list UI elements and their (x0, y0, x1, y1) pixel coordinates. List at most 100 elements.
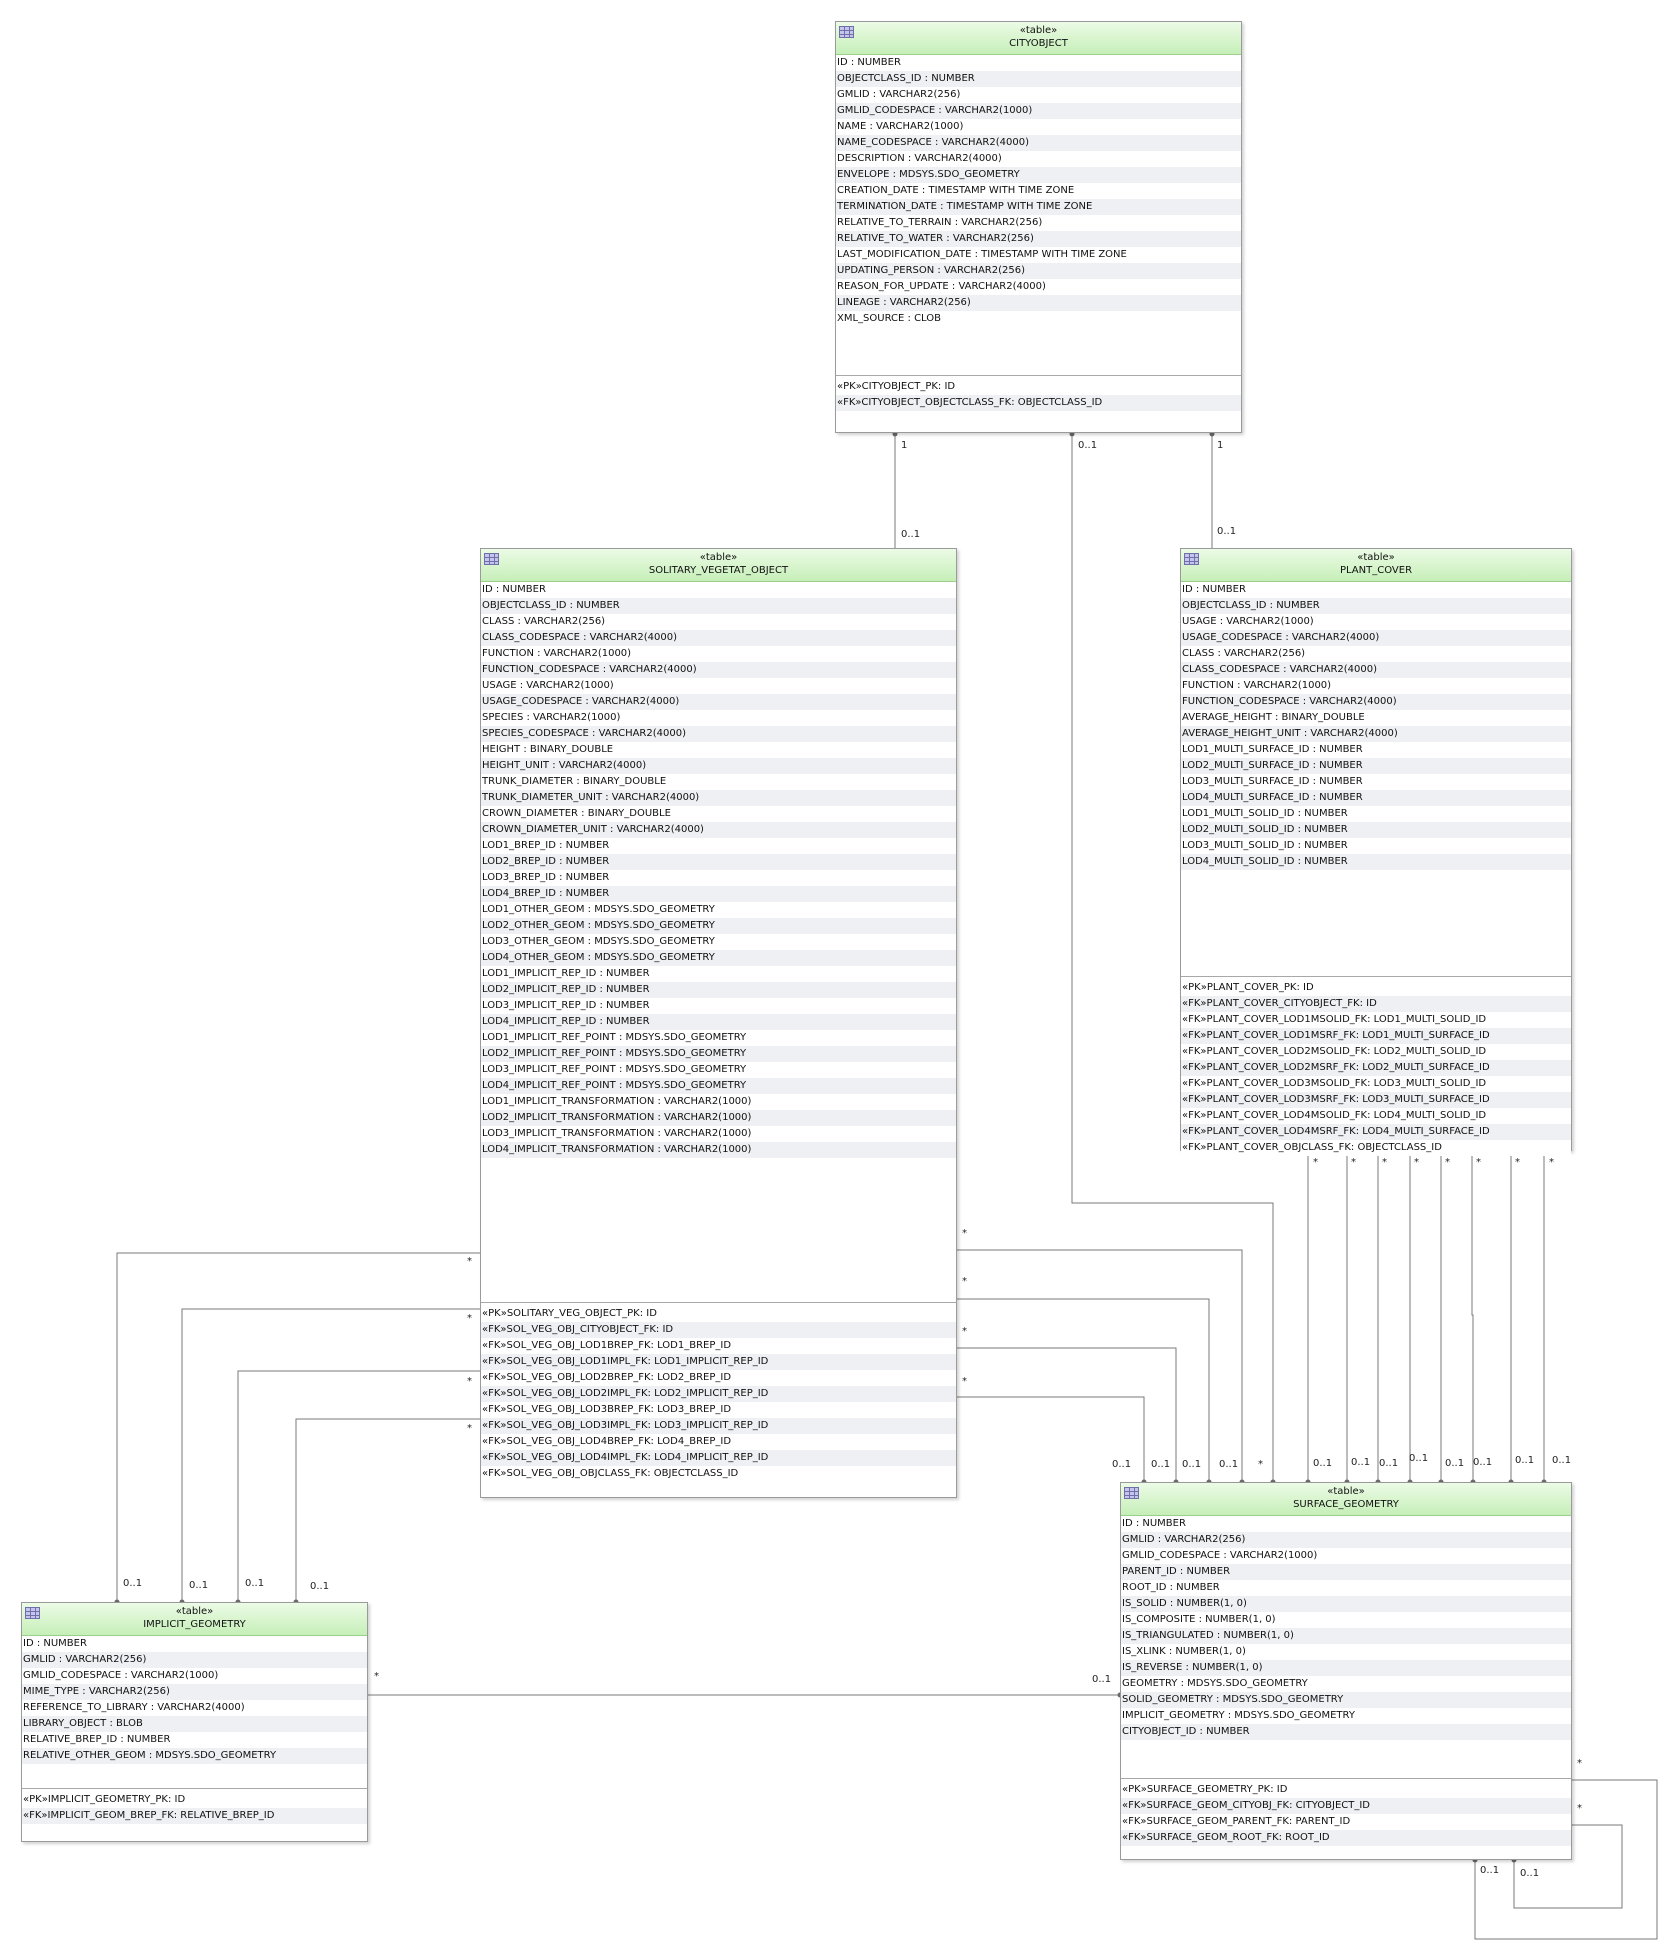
multiplicity-label: * (467, 1376, 472, 1387)
table-icon (1184, 553, 1199, 565)
multiplicity-label: 0..1 (1520, 1868, 1540, 1879)
multiplicity-label: 0..1 (1151, 1459, 1171, 1470)
rel-sol-surface-3 (957, 1347, 1177, 1483)
column-row: CROWN_DIAMETER : BINARY_DOUBLE (481, 806, 956, 822)
key-row: «PK»IMPLICIT_GEOMETRY_PK: ID (22, 1792, 367, 1808)
column-row: MIME_TYPE : VARCHAR2(256) (22, 1684, 367, 1700)
table-name: SOLITARY_VEGETAT_OBJECT (648, 565, 789, 576)
rel-surface-self-root (1513, 1824, 1623, 1909)
column-row: LOD4_OTHER_GEOM : MDSYS.SDO_GEOMETRY (481, 950, 956, 966)
multiplicity-label: 1 (1217, 440, 1224, 451)
multiplicity-label: * (962, 1228, 967, 1239)
multiplicity-label: 0..1 (245, 1578, 265, 1589)
column-row: USAGE_CODESPACE : VARCHAR2(4000) (481, 694, 956, 710)
column-row: LOD4_IMPLICIT_TRANSFORMATION : VARCHAR2(… (481, 1142, 956, 1158)
key-row: «FK»PLANT_COVER_LOD2MSOLID_FK: LOD2_MULT… (1181, 1044, 1571, 1060)
table-header: «table» SURFACE_GEOMETRY (1121, 1483, 1571, 1516)
column-row: FUNCTION_CODESPACE : VARCHAR2(4000) (1181, 694, 1571, 710)
column-row: LOD4_IMPLICIT_REF_POINT : MDSYS.SDO_GEOM… (481, 1078, 956, 1094)
key-row: «FK»SOL_VEG_OBJ_LOD2IMPL_FK: LOD2_IMPLIC… (481, 1386, 956, 1402)
table-stereotype: «table» (1327, 1486, 1365, 1497)
column-row: CLASS_CODESPACE : VARCHAR2(4000) (1181, 662, 1571, 678)
multiplicity-label: 0..1 (189, 1580, 209, 1591)
multiplicity-label: * (962, 1376, 967, 1387)
multiplicity-label: 0..1 (1445, 1458, 1465, 1469)
column-row: LOD2_IMPLICIT_REP_ID : NUMBER (481, 982, 956, 998)
key-row: «FK»SOL_VEG_OBJ_CITYOBJECT_FK: ID (481, 1322, 956, 1338)
column-row: LOD4_MULTI_SURFACE_ID : NUMBER (1181, 790, 1571, 806)
column-row: GMLID_CODESPACE : VARCHAR2(1000) (22, 1668, 367, 1684)
column-row: HEIGHT : BINARY_DOUBLE (481, 742, 956, 758)
multiplicity-label: * (1414, 1157, 1419, 1168)
multiplicity-label: 0..1 (310, 1581, 330, 1592)
column-row: XML_SOURCE : CLOB (836, 311, 1241, 327)
column-row: GMLID : VARCHAR2(256) (836, 87, 1241, 103)
key-section: «PK»IMPLICIT_GEOMETRY_PK: ID«FK»IMPLICIT… (22, 1788, 367, 1824)
key-row: «FK»SOL_VEG_OBJ_OBJCLASS_FK: OBJECTCLASS… (481, 1466, 956, 1482)
column-row: REASON_FOR_UPDATE : VARCHAR2(4000) (836, 279, 1241, 295)
table-header: «table» PLANT_COVER (1181, 549, 1571, 582)
column-row: CLASS : VARCHAR2(256) (481, 614, 956, 630)
column-row: GEOMETRY : MDSYS.SDO_GEOMETRY (1121, 1676, 1571, 1692)
rel-sol-implicit-3 (237, 1370, 480, 1603)
column-row: CREATION_DATE : TIMESTAMP WITH TIME ZONE (836, 183, 1241, 199)
multiplicity-label: 0..1 (1480, 1865, 1500, 1876)
table-name: SURFACE_GEOMETRY (1293, 1499, 1399, 1510)
multiplicity-label: * (1445, 1157, 1450, 1168)
column-row: LOD4_BREP_ID : NUMBER (481, 886, 956, 902)
table-stereotype: «table» (1019, 25, 1058, 36)
column-row: ENVELOPE : MDSYS.SDO_GEOMETRY (836, 167, 1241, 183)
column-row: LOD3_MULTI_SOLID_ID : NUMBER (1181, 838, 1571, 854)
column-row: GMLID_CODESPACE : VARCHAR2(1000) (836, 103, 1241, 119)
multiplicity-label: * (1476, 1157, 1481, 1168)
column-row: CROWN_DIAMETER_UNIT : VARCHAR2(4000) (481, 822, 956, 838)
table-icon (25, 1607, 40, 1619)
multiplicity-label: * (1351, 1157, 1356, 1168)
multiplicity-label: * (1313, 1157, 1318, 1168)
column-row: LOD2_OTHER_GEOM : MDSYS.SDO_GEOMETRY (481, 918, 956, 934)
multiplicity-label: 0..1 (1092, 1674, 1112, 1685)
key-row: «FK»PLANT_COVER_LOD2MSRF_FK: LOD2_MULTI_… (1181, 1060, 1571, 1076)
column-row: AVERAGE_HEIGHT_UNIT : VARCHAR2(4000) (1181, 726, 1571, 742)
column-row: RELATIVE_TO_WATER : VARCHAR2(256) (836, 231, 1241, 247)
table-solitary-vegetat-object[interactable]: «table» SOLITARY_VEGETAT_OBJECT ID : NUM… (480, 548, 957, 1498)
column-row: TERMINATION_DATE : TIMESTAMP WITH TIME Z… (836, 199, 1241, 215)
multiplicity-label: * (1515, 1157, 1520, 1168)
key-row: «FK»IMPLICIT_GEOM_BREP_FK: RELATIVE_BREP… (22, 1808, 367, 1824)
column-row: LOD1_IMPLICIT_REF_POINT : MDSYS.SDO_GEOM… (481, 1030, 956, 1046)
column-row: LOD1_BREP_ID : NUMBER (481, 838, 956, 854)
column-row: GMLID : VARCHAR2(256) (22, 1652, 367, 1668)
table-icon (839, 26, 854, 38)
column-row: LAST_MODIFICATION_DATE : TIMESTAMP WITH … (836, 247, 1241, 263)
multiplicity-label: * (1577, 1803, 1582, 1814)
rel-plant-surface-6 (1471, 1151, 1474, 1483)
column-row: AVERAGE_HEIGHT : BINARY_DOUBLE (1181, 710, 1571, 726)
key-row: «FK»PLANT_COVER_LOD1MSRF_FK: LOD1_MULTI_… (1181, 1028, 1571, 1044)
multiplicity-label: 0..1 (1112, 1459, 1132, 1470)
key-row: «FK»PLANT_COVER_LOD1MSOLID_FK: LOD1_MULT… (1181, 1012, 1571, 1028)
column-row: LOD3_IMPLICIT_TRANSFORMATION : VARCHAR2(… (481, 1126, 956, 1142)
multiplicity-label: * (1258, 1459, 1263, 1470)
rel-surface-self-parent (1474, 1779, 1658, 1940)
column-row: LOD3_IMPLICIT_REF_POINT : MDSYS.SDO_GEOM… (481, 1062, 956, 1078)
rel-sol-implicit-1 (116, 1252, 480, 1603)
column-row: CITYOBJECT_ID : NUMBER (1121, 1724, 1571, 1740)
key-section: «PK»SOLITARY_VEG_OBJECT_PK: ID«FK»SOL_VE… (481, 1302, 956, 1482)
column-row: IS_REVERSE : NUMBER(1, 0) (1121, 1660, 1571, 1676)
column-row: ID : NUMBER (22, 1636, 367, 1652)
column-row: FUNCTION : VARCHAR2(1000) (481, 646, 956, 662)
multiplicity-label: 0..1 (1217, 526, 1237, 537)
key-row: «FK»SOL_VEG_OBJ_LOD1IMPL_FK: LOD1_IMPLIC… (481, 1354, 956, 1370)
multiplicity-label: 0..1 (1351, 1457, 1371, 1468)
key-row: «FK»PLANT_COVER_CITYOBJECT_FK: ID (1181, 996, 1571, 1012)
multiplicity-label: 0..1 (1078, 440, 1098, 451)
multiplicity-label: 0..1 (1473, 1457, 1493, 1468)
column-row: NAME_CODESPACE : VARCHAR2(4000) (836, 135, 1241, 151)
